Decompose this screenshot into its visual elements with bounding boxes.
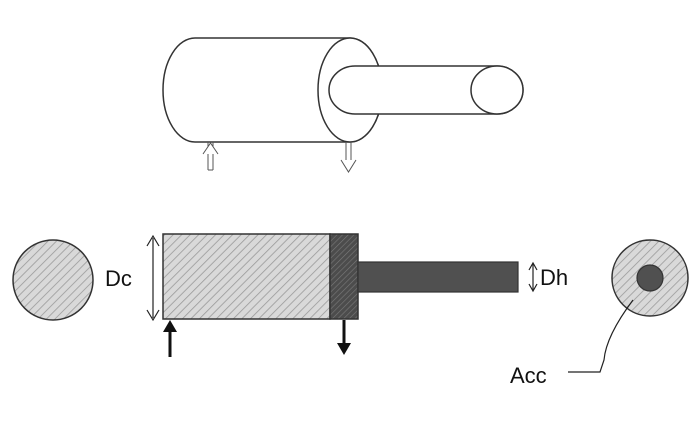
outlet-port-arrow bbox=[340, 142, 357, 173]
rod-end-face bbox=[470, 65, 524, 115]
piston-section bbox=[329, 233, 359, 320]
bore-diameter-label: Dc bbox=[105, 266, 132, 291]
inlet-flow-arrow bbox=[163, 320, 177, 357]
cylinder-chamber-section bbox=[162, 233, 331, 320]
rod-diameter-label: Dh bbox=[540, 265, 568, 290]
rod-diameter-dimension bbox=[528, 261, 538, 293]
annulus-area-label: Acc bbox=[510, 363, 547, 388]
rod-area-circle bbox=[636, 264, 664, 292]
bore-diameter-dimension bbox=[146, 234, 160, 322]
bore-area-circle bbox=[12, 239, 94, 321]
outlet-flow-arrow bbox=[337, 320, 351, 355]
inlet-port-arrow bbox=[202, 142, 219, 171]
piston-rod-section bbox=[357, 261, 519, 293]
cylinder-3d-view bbox=[162, 37, 524, 173]
annulus-leader-line bbox=[568, 299, 634, 373]
